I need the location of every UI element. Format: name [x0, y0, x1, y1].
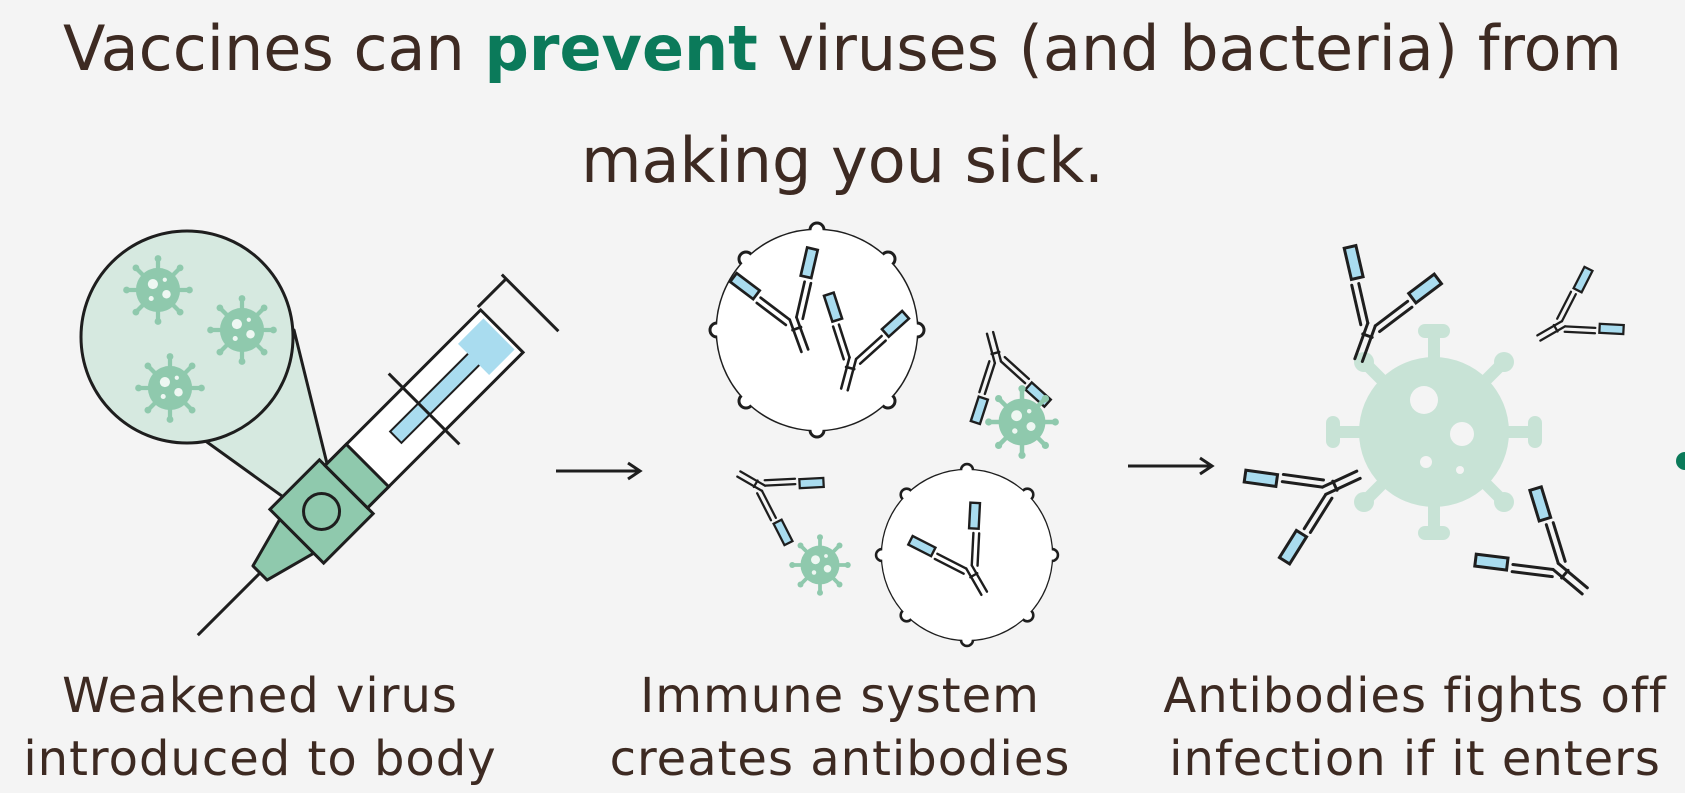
virus-icon: [207, 295, 277, 365]
caption-line: creates antibodies: [609, 731, 1071, 787]
title-emphasis: prevent: [484, 12, 758, 85]
virus-icon: [123, 255, 193, 325]
caption-line: Antibodies fights off: [1163, 668, 1667, 724]
title-line-1: Vaccines can prevent viruses (and bacter…: [0, 18, 1685, 80]
immune-cell-icon: [874, 462, 1060, 648]
step-3-caption: Antibodies fights off infection if it en…: [1125, 665, 1685, 791]
step-1-caption: Weakened virus introduced to body: [0, 665, 520, 791]
virus-icon: [985, 385, 1059, 459]
antibody-icon: [718, 439, 829, 549]
virus-icon: [787, 532, 853, 598]
antibody-icon: [1518, 263, 1629, 373]
large-virus-icon: [1326, 324, 1542, 540]
antibody-icon: [1468, 481, 1620, 632]
title-line-2: making you sick.: [581, 124, 1104, 197]
arrow-right-icon: [1128, 456, 1215, 476]
title-before: Vaccines can: [63, 12, 485, 85]
arrow-right-icon: [556, 461, 643, 481]
antibody-icon: [1308, 240, 1446, 380]
magnifier-illustration: [79, 229, 338, 524]
edge-dot: [1676, 452, 1685, 470]
antibodies-attack-illustration: [1238, 240, 1629, 632]
step-2-caption: Immune system creates antibodies: [580, 665, 1100, 791]
caption-line: Weakened virus: [62, 668, 458, 724]
caption-line: infection if it enters: [1169, 731, 1661, 787]
virus-icon: [135, 353, 205, 423]
immune-system-illustration: [708, 221, 1060, 648]
syringe-icon: [196, 273, 560, 637]
caption-line: introduced to body: [23, 731, 497, 787]
caption-line: Immune system: [640, 668, 1040, 724]
title-after: viruses (and bacteria) from: [757, 12, 1622, 85]
